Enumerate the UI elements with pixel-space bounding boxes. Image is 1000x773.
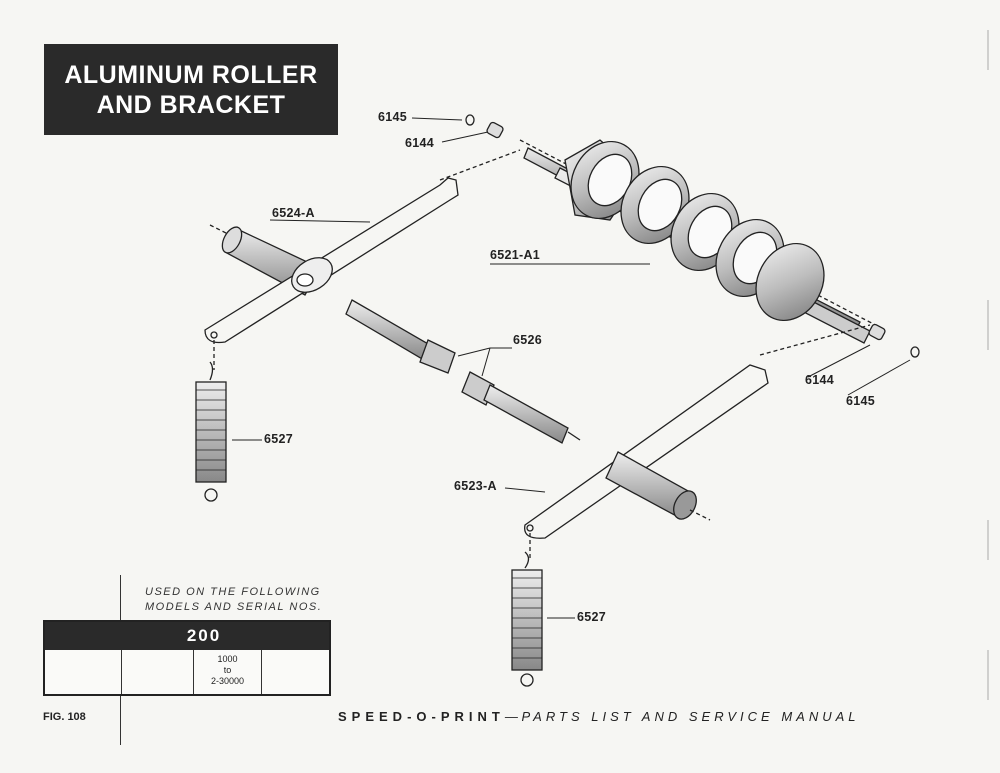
label-6526: 6526: [513, 333, 543, 347]
bracket-6523-a: [524, 364, 769, 560]
title-line-1: ALUMINUM ROLLER: [64, 60, 318, 89]
roller-assembly: [439, 114, 920, 358]
label-6524-a: 6524-A: [272, 206, 315, 220]
footer: SPEED-O-PRINT— PARTS LIST AND SERVICE MA…: [338, 709, 860, 724]
serial-cell-empty: [262, 650, 325, 694]
spring-6527-bottom: [511, 551, 543, 687]
bushing-6144-right: [868, 323, 886, 341]
usage-line-1: USED ON THE FOLLOWING: [145, 586, 321, 598]
bolt-6526-lower: [461, 371, 581, 444]
serial-cell-empty: [45, 650, 122, 694]
label-6144-right: 6144: [805, 373, 835, 387]
serial-to: 2-30000: [210, 676, 245, 686]
clip-6145-right: [910, 346, 920, 358]
serial-to-word: to: [223, 665, 232, 675]
bushing-6144-top: [486, 121, 504, 139]
leader-lines: [232, 117, 911, 619]
usage-note: USED ON THE FOLLOWING MODELS AND SERIAL …: [145, 585, 322, 615]
footer-brand: SPEED-O-PRINT: [338, 709, 505, 724]
label-6527-bottom: 6527: [577, 610, 607, 624]
bolt-6526-upper: [345, 299, 456, 374]
model-table: 200 1000 to 2-30000: [43, 620, 331, 696]
usage-line-2: MODELS AND SERIAL NOS.: [145, 601, 323, 613]
label-6523-a: 6523-A: [454, 479, 497, 493]
bracket-6524-a: [204, 177, 459, 370]
serial-row: 1000 to 2-30000: [45, 650, 329, 694]
serial-cell-empty: [122, 650, 194, 694]
serial-cell-range: 1000 to 2-30000: [194, 650, 262, 694]
roller-wheel: [755, 242, 825, 322]
clip-6145-top: [465, 114, 475, 126]
figure-number: FIG. 108: [43, 711, 86, 723]
serial-from: 1000: [217, 654, 238, 664]
label-6521-a1: 6521-A1: [490, 248, 541, 262]
label-6144-top: 6144: [405, 136, 435, 150]
title-box: ALUMINUM ROLLER AND BRACKET: [44, 44, 338, 135]
roller-wheel: [620, 165, 690, 245]
footer-manual-title: PARTS LIST AND SERVICE MANUAL: [521, 709, 860, 724]
footer-dash: —: [504, 709, 518, 724]
label-6145-right: 6145: [846, 394, 876, 408]
title-line-2: AND BRACKET: [96, 90, 286, 119]
model-number: 200: [45, 622, 329, 650]
label-6145-top: 6145: [378, 110, 408, 124]
label-6527-left: 6527: [264, 432, 294, 446]
spring-6527-left: [195, 361, 227, 502]
